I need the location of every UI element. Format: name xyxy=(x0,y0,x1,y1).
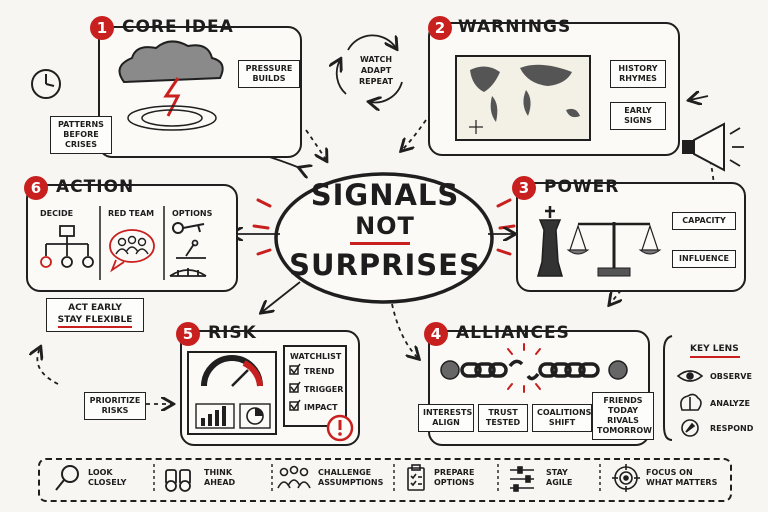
bridge-icon xyxy=(169,268,207,277)
action-col-options: OPTIONS xyxy=(172,209,213,218)
alliances-note-interests: INTERESTS ALIGN xyxy=(418,404,474,432)
center-line-2: NOT xyxy=(355,212,415,240)
action-note: ACT EARLY STAY FLEXIBLE xyxy=(46,298,144,332)
lens-title: KEY LENS xyxy=(690,344,739,354)
action-col-redteam: RED TEAM xyxy=(108,209,155,218)
risk-item-trigger: TRIGGER xyxy=(304,385,344,394)
risk-watchlist: WATCHLIST xyxy=(290,352,342,361)
alliances-note-coalitions: COALITIONS SHIFT xyxy=(532,404,592,432)
risk-item-impact: IMPACT xyxy=(304,403,338,412)
red-team-icon xyxy=(109,229,155,273)
warnings-note-history: HISTORY RHYMES xyxy=(610,60,666,88)
people-in-bubble-icon xyxy=(115,235,149,255)
core-note-patterns: PATTERNS BEFORE CRISES xyxy=(50,116,112,154)
center-ellipse xyxy=(274,172,494,304)
key-icon xyxy=(172,222,205,234)
warnings-note-early: EARLY SIGNS xyxy=(610,102,666,130)
risk-note-prioritize: PRIORITIZE RISKS xyxy=(84,392,146,420)
center-underline xyxy=(350,242,410,245)
alliances-note-friends: FRIENDS TODAY RIVALS TOMORROW xyxy=(592,392,654,440)
switch-lever-icon xyxy=(176,239,206,259)
brain-icon xyxy=(680,393,702,411)
action-number: 6 xyxy=(24,176,48,200)
cycle-repeat: REPEAT xyxy=(359,77,393,86)
sliders-icon xyxy=(510,466,534,492)
warnings-number: 2 xyxy=(428,16,452,40)
bar-chart-icon xyxy=(195,403,235,429)
binoculars-icon xyxy=(165,469,191,492)
cycle-watch: WATCH xyxy=(359,55,393,64)
magnifier-icon xyxy=(55,465,79,491)
core-title: CORE IDEA xyxy=(122,17,234,37)
lens-observe: OBSERVE xyxy=(710,372,752,381)
eye-icon xyxy=(676,370,704,382)
power-title: POWER xyxy=(544,177,620,197)
warnings-title: WARNINGS xyxy=(458,17,572,37)
target-icon xyxy=(612,464,640,492)
people-icon xyxy=(277,465,311,489)
cycle-adapt: ADAPT xyxy=(360,66,392,75)
bottom-bar xyxy=(38,458,732,502)
gauge-icon xyxy=(201,355,263,387)
lens-analyze: ANALYZE xyxy=(710,399,750,408)
power-number: 3 xyxy=(512,176,536,200)
center-line-3: SURPRISES xyxy=(289,248,481,282)
alert-icon xyxy=(326,414,354,442)
risk-number: 5 xyxy=(176,322,200,346)
lens-underline xyxy=(690,356,740,358)
action-title: ACTION xyxy=(56,177,135,197)
alliances-number: 4 xyxy=(424,322,448,346)
lens-respond: RESPOND xyxy=(710,424,754,433)
alliances-title: ALLIANCES xyxy=(456,323,570,343)
decision-tree-icon xyxy=(40,225,94,268)
alliances-note-trust: TRUST TESTED xyxy=(478,404,528,432)
center-line-1: SIGNALS xyxy=(310,178,460,212)
cycle-label: WATCH ADAPT REPEAT xyxy=(348,54,404,87)
core-number: 1 xyxy=(90,16,114,40)
risk-item-trend: TREND xyxy=(304,367,335,376)
core-note-pressure: PRESSURE BUILDS xyxy=(238,60,300,88)
action-note-line-2: STAY FLEXIBLE xyxy=(57,314,133,328)
risk-title: RISK xyxy=(208,323,257,343)
power-note-influence: INFLUENCE xyxy=(672,250,736,268)
clipboard-icon xyxy=(407,464,425,491)
power-note-capacity: CAPACITY xyxy=(672,212,736,230)
action-note-line-1: ACT EARLY xyxy=(68,303,122,313)
pie-chart-icon xyxy=(239,403,271,429)
compass-icon xyxy=(681,419,699,437)
action-col-decide: DECIDE xyxy=(40,209,74,218)
core-idea-box xyxy=(98,26,302,158)
